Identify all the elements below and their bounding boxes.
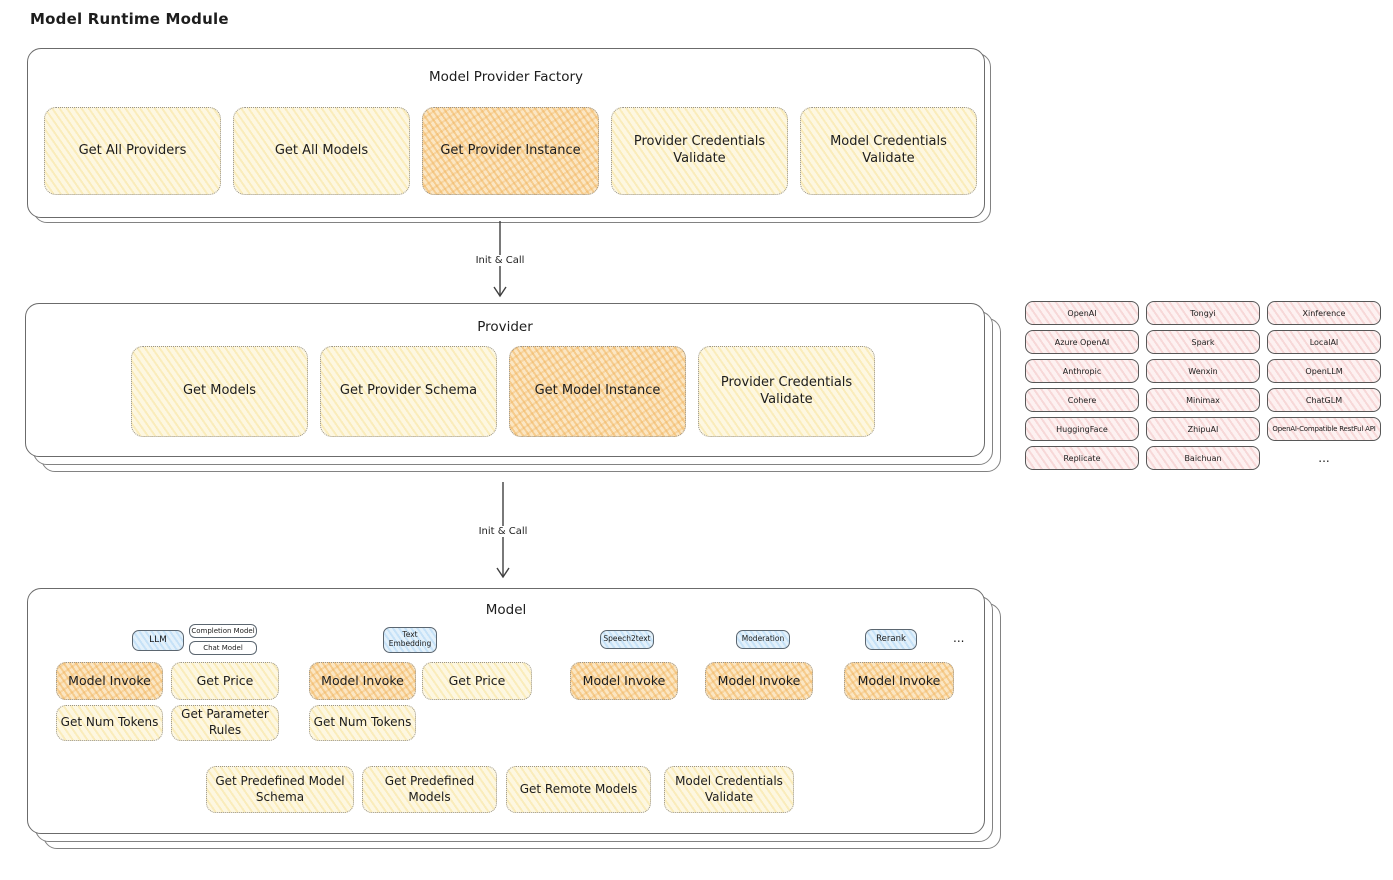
model-node-get-price-llm: Get Price (171, 662, 279, 700)
provider-chip-openai: OpenAI (1025, 301, 1139, 325)
model-node-get-remote-models: Get Remote Models (506, 766, 651, 813)
provider-chip-openllm: OpenLLM (1267, 359, 1381, 383)
factory-title: Model Provider Factory (428, 69, 583, 85)
provider-node-get-models: Get Models (131, 346, 308, 437)
model-node-model-credentials-validate: Model Credentials Validate (664, 766, 794, 813)
model-node-model-invoke-speech2text: Model Invoke (570, 662, 678, 700)
provider-chip-huggingface: HuggingFace (1025, 417, 1139, 441)
provider-chip-anthropic: Anthropic (1025, 359, 1139, 383)
tag-chat-model: Chat Model (189, 641, 257, 655)
provider-chip-spark: Spark (1146, 330, 1260, 354)
provider-to-model-arrow: Init & Call (443, 482, 563, 580)
model-container: Model LLM Completion Model Chat Model Te… (27, 588, 1001, 849)
provider-box: Provider Get Models Get Provider Schema … (25, 303, 985, 457)
provider-container: Provider Get Models Get Provider Schema … (25, 303, 1001, 472)
providers-grid: OpenAI Tongyi Xinference Azure OpenAI Sp… (1025, 301, 1381, 470)
tags-more-ellipsis: ... (953, 631, 965, 645)
model-node-model-invoke-rerank: Model Invoke (844, 662, 954, 700)
tag-speech2text: Speech2text (600, 630, 654, 649)
provider-chip-cohere: Cohere (1025, 388, 1139, 412)
model-node-model-invoke-text-embedding: Model Invoke (309, 662, 416, 700)
factory-to-provider-arrow: Init & Call (440, 221, 560, 299)
arrow-label-init-call-2: Init & Call (474, 525, 532, 537)
tag-text-embedding: Text Embedding (383, 627, 437, 653)
provider-chip-more-ellipsis: ... (1318, 451, 1330, 465)
factory-node-get-provider-instance: Get Provider Instance (422, 107, 599, 195)
diagram-title: Model Runtime Module (30, 10, 229, 28)
provider-node-get-provider-schema: Get Provider Schema (320, 346, 497, 437)
provider-chip-localai: LocalAI (1267, 330, 1381, 354)
model-node-get-num-tokens-text-embedding: Get Num Tokens (309, 705, 416, 741)
model-node-get-price-text-embedding: Get Price (422, 662, 532, 700)
factory-container: Model Provider Factory Get All Providers… (27, 48, 991, 223)
factory-node-model-credentials-validate: Model Credentials Validate (800, 107, 977, 195)
provider-chip-azure-openai: Azure OpenAI (1025, 330, 1139, 354)
provider-chip-xinference: Xinference (1267, 301, 1381, 325)
factory-node-get-all-models: Get All Models (233, 107, 410, 195)
tag-rerank: Rerank (865, 629, 917, 650)
tag-llm: LLM (132, 630, 184, 651)
provider-chip-openai-compatible-restful-api: OpenAI-Compatible RestFul API (1267, 417, 1381, 441)
provider-chip-chatglm: ChatGLM (1267, 388, 1381, 412)
provider-chip-minimax: Minimax (1146, 388, 1260, 412)
factory-node-get-all-providers: Get All Providers (44, 107, 221, 195)
model-box: Model LLM Completion Model Chat Model Te… (27, 588, 985, 834)
provider-node-provider-credentials-validate: Provider Credentials Validate (698, 346, 875, 437)
provider-chip-tongyi: Tongyi (1146, 301, 1260, 325)
model-node-get-parameter-rules: Get Parameter Rules (171, 705, 279, 741)
tag-moderation: Moderation (736, 630, 790, 649)
arrow-label-init-call-1: Init & Call (471, 254, 529, 266)
provider-title: Provider (477, 319, 533, 335)
model-node-model-invoke-moderation: Model Invoke (705, 662, 813, 700)
provider-chip-baichuan: Baichuan (1146, 446, 1260, 470)
model-title: Model (485, 602, 527, 618)
model-node-get-predefined-models: Get Predefined Models (362, 766, 497, 813)
provider-chip-wenxin: Wenxin (1146, 359, 1260, 383)
provider-chip-zhipuai: ZhipuAI (1146, 417, 1260, 441)
model-node-get-predefined-model-schema: Get Predefined Model Schema (206, 766, 354, 813)
provider-chip-replicate: Replicate (1025, 446, 1139, 470)
provider-node-get-model-instance: Get Model Instance (509, 346, 686, 437)
tag-completion-model: Completion Model (189, 624, 257, 638)
factory-node-provider-credentials-validate: Provider Credentials Validate (611, 107, 788, 195)
factory-box: Model Provider Factory Get All Providers… (27, 48, 985, 218)
model-node-get-num-tokens-llm: Get Num Tokens (56, 705, 163, 741)
model-node-model-invoke-llm: Model Invoke (56, 662, 163, 700)
